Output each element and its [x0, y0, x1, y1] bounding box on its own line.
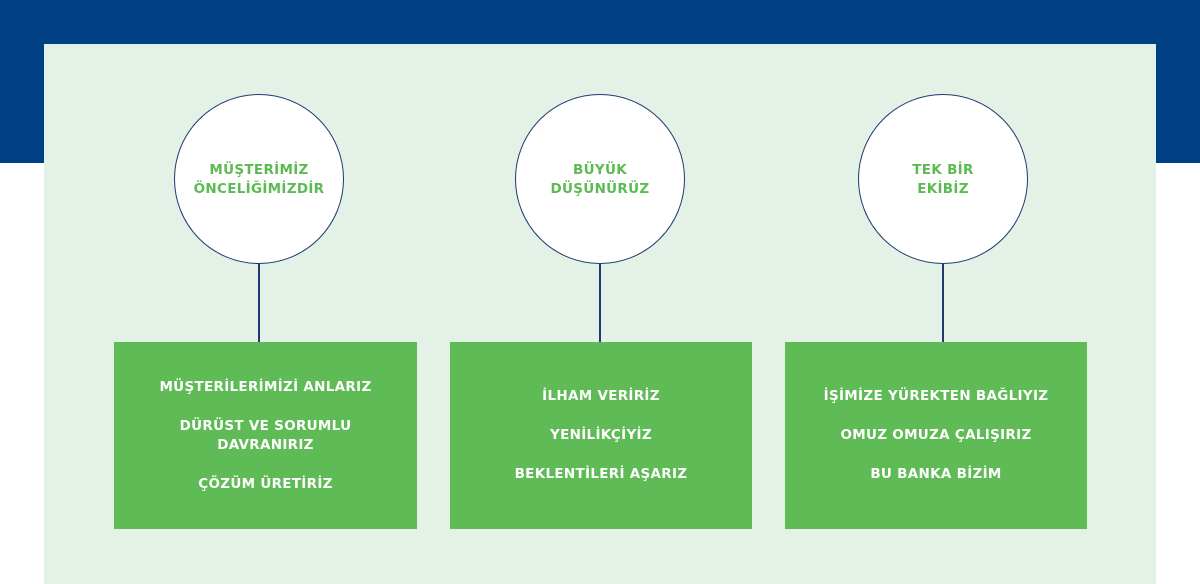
value-item: OMUZ OMUZA ÇALIŞIRIZ [840, 427, 1032, 443]
value-item: BU BANKA BİZİM [870, 466, 1002, 482]
value-item: YENİLİKÇİYİZ [550, 427, 652, 443]
value-title: TEK BİR EKİBİZ [859, 161, 1027, 199]
value-title-line: TEK BİR [912, 162, 974, 178]
value-circle-think-big: BÜYÜK DÜŞÜNÜRÜZ [515, 94, 685, 264]
value-title-line: DÜŞÜNÜRÜZ [550, 181, 650, 197]
value-circle-customer: MÜŞTERİMİZ ÖNCELİĞİMİZDİR [174, 94, 344, 264]
value-item: ÇÖZÜM ÜRETİRİZ [198, 475, 333, 492]
value-title-line: EKİBİZ [917, 181, 969, 197]
value-box-customer: MÜŞTERİLERİMİZİ ANLARIZ DÜRÜST VE SORUML… [114, 342, 417, 529]
value-item: BEKLENTİLERİ AŞARIZ [514, 466, 688, 482]
value-title-line: BÜYÜK [573, 162, 627, 178]
value-item: İŞİMİZE YÜREKTEN BAĞLIYIZ [823, 388, 1049, 404]
value-item: İLHAM VERİRİZ [542, 388, 660, 404]
value-title: BÜYÜK DÜŞÜNÜRÜZ [516, 161, 684, 199]
value-title-line: MÜŞTERİMİZ [209, 162, 309, 178]
value-item: MÜŞTERİLERİMİZİ ANLARIZ [159, 378, 372, 395]
value-box-think-big: İLHAM VERİRİZ YENİLİKÇİYİZ BEKLENTİLERİ … [450, 342, 752, 529]
value-title: MÜŞTERİMİZ ÖNCELİĞİMİZDİR [175, 161, 343, 199]
value-title-line: ÖNCELİĞİMİZDİR [193, 181, 325, 197]
value-box-one-team: İŞİMİZE YÜREKTEN BAĞLIYIZ OMUZ OMUZA ÇAL… [785, 342, 1087, 529]
connector-line [942, 264, 944, 342]
connector-line [258, 264, 260, 342]
value-circle-one-team: TEK BİR EKİBİZ [858, 94, 1028, 264]
connector-line [599, 264, 601, 342]
